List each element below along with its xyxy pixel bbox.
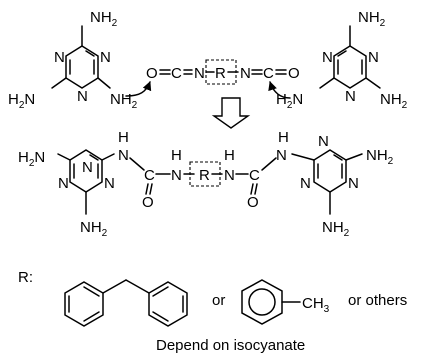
svg-text:NH2: NH2 bbox=[90, 9, 118, 29]
svg-text:O: O bbox=[247, 194, 259, 211]
svg-text:O: O bbox=[288, 65, 300, 82]
svg-text:H: H bbox=[171, 147, 182, 164]
svg-text:NH2: NH2 bbox=[366, 147, 394, 167]
svg-text:N: N bbox=[118, 147, 129, 164]
svg-text:CH3: CH3 bbox=[302, 295, 330, 315]
svg-text:NH2: NH2 bbox=[322, 219, 350, 239]
svg-text:C: C bbox=[249, 167, 260, 184]
svg-text:N: N bbox=[171, 167, 182, 184]
svg-text:N: N bbox=[276, 147, 287, 164]
svg-text:NH2: NH2 bbox=[110, 91, 138, 111]
bis-urea-linkage: N H C O N H R N H C O N H bbox=[118, 129, 289, 211]
or-others-text: or others bbox=[348, 292, 407, 309]
attack-arrow-left bbox=[125, 81, 152, 97]
r-label: R: bbox=[18, 269, 33, 286]
svg-text:N: N bbox=[348, 175, 359, 192]
svg-text:NH2: NH2 bbox=[358, 9, 386, 29]
svg-text:N: N bbox=[322, 49, 333, 66]
svg-text:N: N bbox=[318, 133, 329, 150]
svg-text:N: N bbox=[58, 175, 69, 192]
svg-text:O: O bbox=[146, 65, 158, 82]
caption: Depend on isocyanate bbox=[156, 337, 305, 354]
svg-text:N: N bbox=[368, 49, 379, 66]
svg-text:N: N bbox=[104, 175, 115, 192]
svg-text:NH2: NH2 bbox=[380, 91, 408, 111]
or-text: or bbox=[212, 292, 225, 309]
melamine-right-product: N N N NH2 NH2 bbox=[291, 133, 394, 239]
svg-text:H: H bbox=[118, 129, 129, 146]
diphenylmethane-structure bbox=[64, 279, 188, 327]
svg-text:N: N bbox=[194, 65, 205, 82]
melamine-left-product: H2N N N N NH2 bbox=[18, 149, 115, 239]
attack-arrow-right bbox=[268, 81, 291, 99]
svg-text:H2N: H2N bbox=[18, 149, 45, 169]
svg-text:N: N bbox=[345, 88, 356, 105]
svg-text:N: N bbox=[82, 159, 93, 176]
svg-text:N: N bbox=[300, 175, 311, 192]
svg-text:R: R bbox=[199, 167, 210, 184]
svg-text:NH2: NH2 bbox=[80, 219, 108, 239]
svg-text:C: C bbox=[263, 65, 274, 82]
svg-text:N: N bbox=[54, 49, 65, 66]
reaction-arrow-down bbox=[211, 97, 251, 129]
svg-text:C: C bbox=[171, 65, 182, 82]
svg-text:H2N: H2N bbox=[8, 91, 35, 111]
svg-text:H: H bbox=[224, 147, 235, 164]
toluene-structure: CH3 bbox=[241, 279, 330, 325]
svg-text:R: R bbox=[215, 65, 226, 82]
svg-text:N: N bbox=[240, 65, 251, 82]
svg-text:H: H bbox=[278, 129, 289, 146]
svg-text:O: O bbox=[142, 194, 154, 211]
svg-text:N: N bbox=[224, 167, 235, 184]
melamine-right-top: NH2 N N N H2N NH2 bbox=[276, 9, 408, 111]
svg-text:N: N bbox=[100, 49, 111, 66]
diisocyanate: O C N R N C O bbox=[146, 59, 300, 85]
svg-text:N: N bbox=[77, 88, 88, 105]
svg-text:H2N: H2N bbox=[276, 91, 303, 111]
svg-text:C: C bbox=[144, 167, 155, 184]
melamine-left-top: NH2 N N N H2N NH2 bbox=[8, 9, 138, 111]
